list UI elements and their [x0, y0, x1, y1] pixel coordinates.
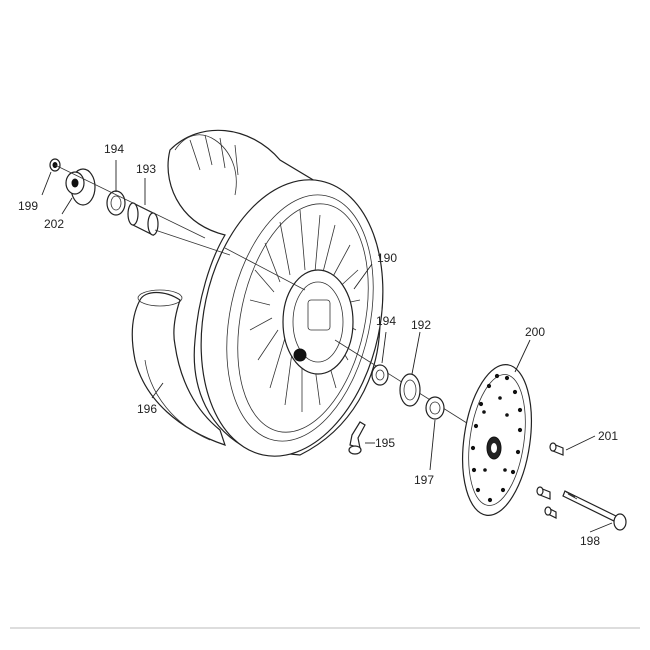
valve-part-195	[348, 421, 366, 455]
leader-lines	[41, 160, 613, 533]
label-202: 202	[44, 217, 64, 231]
label-193: 193	[136, 162, 156, 176]
collar-part-197	[425, 396, 445, 420]
axle-part-198	[562, 490, 627, 531]
bearing-part-194-right	[371, 364, 389, 386]
label-197: 197	[414, 473, 434, 487]
seal-part-192	[399, 373, 421, 407]
wheel-rim-part-190	[200, 179, 384, 457]
label-195: 195	[375, 436, 395, 450]
label-198: 198	[580, 534, 600, 548]
label-196: 196	[137, 402, 157, 416]
spacer-part-193	[127, 202, 159, 236]
part-labels: 199 202 194 193 196 190 194 192 200 195 …	[18, 142, 618, 548]
sprocket-part-202	[65, 168, 96, 206]
label-194-right: 194	[376, 314, 396, 328]
label-200: 200	[525, 325, 545, 339]
label-201: 201	[598, 429, 618, 443]
label-192: 192	[411, 318, 431, 332]
label-194-left: 194	[104, 142, 124, 156]
bolt-part-201	[536, 442, 564, 519]
label-199: 199	[18, 199, 38, 213]
brake-disc-part-200	[462, 363, 532, 517]
label-190: 190	[377, 251, 397, 265]
